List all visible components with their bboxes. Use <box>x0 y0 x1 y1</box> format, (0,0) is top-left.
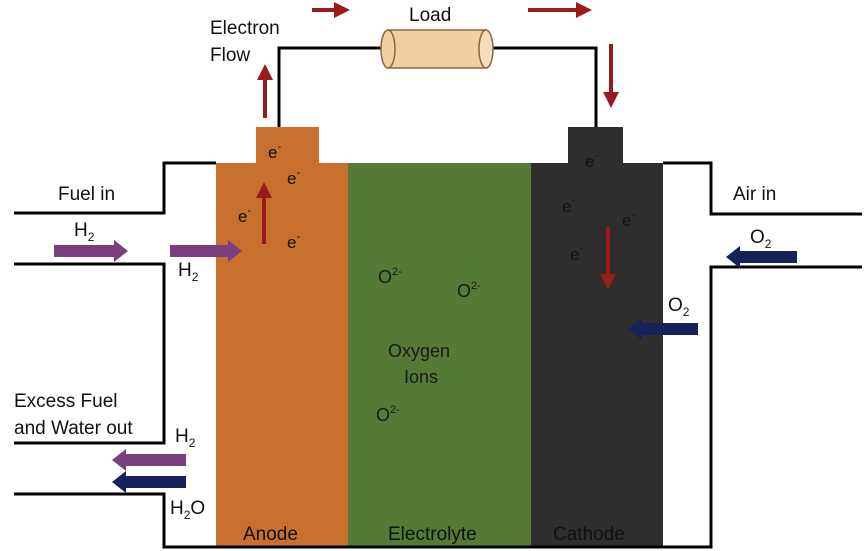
h2o-label-outlet: H2O <box>170 498 205 522</box>
electron-cathode-1: e- <box>585 150 598 171</box>
oxide-ion-1: O2- <box>378 266 402 287</box>
electron-anode-3: e- <box>238 205 251 226</box>
water-arrow-h2o-out <box>112 471 186 493</box>
electron-anode-4: e- <box>287 231 300 252</box>
oxygen-ions-label-line2: Ions <box>404 367 438 387</box>
cathode-label: Cathode <box>553 524 625 545</box>
h2-label-anode: H2 <box>178 260 199 284</box>
anode-label: Anode <box>243 524 298 545</box>
air-arrow-o2-in <box>726 246 797 268</box>
cathode-terminal <box>568 127 623 165</box>
fuel-arrow-h2-anode <box>170 240 242 262</box>
electron-cathode-4: e- <box>570 243 583 264</box>
o2-label-cathode: O2 <box>668 295 690 319</box>
excess-fuel-label-line2: and Water out <box>14 418 133 439</box>
excess-fuel-label-line1: Excess Fuel <box>14 391 117 412</box>
oxide-ion-3: O2- <box>376 404 400 425</box>
fuel-chamber-wall <box>14 262 166 445</box>
external-wire-right <box>490 46 598 127</box>
bottom-wall <box>14 265 862 549</box>
load-resistor <box>380 29 494 69</box>
anode-terminal <box>256 127 319 165</box>
electron-anode-1: e- <box>268 141 281 162</box>
h2-label-outlet: H2 <box>175 426 196 450</box>
fuel-in-label: Fuel in <box>58 184 115 205</box>
electron-arrows <box>256 2 619 290</box>
fuel-arrow-h2-out <box>112 449 186 471</box>
electron-cathode-3: e- <box>622 209 635 230</box>
external-wire <box>277 46 390 127</box>
h2-label-inlet: H2 <box>74 220 95 244</box>
anode-layer <box>216 163 348 547</box>
oxygen-ions-label-line1: Oxygen <box>388 341 450 361</box>
air-in-label: Air in <box>733 184 776 205</box>
cathode-layer <box>531 163 663 547</box>
electrolyte-label: Electrolyte <box>388 524 477 545</box>
fuel-inlet-channel <box>14 161 216 215</box>
electron-anode-2: e- <box>287 167 300 188</box>
fuel-arrow-h2-in <box>54 240 128 262</box>
electron-flow-label-line2: Flow <box>210 45 250 66</box>
air-inlet-channel <box>663 161 862 216</box>
electron-cathode-2: e- <box>562 195 575 216</box>
electron-flow-label-line1: Electron <box>210 18 280 39</box>
air-arrow-o2-cathode <box>628 318 698 340</box>
load-label: Load <box>409 5 451 26</box>
electrolyte-layer <box>348 163 531 547</box>
oxide-ion-2: O2- <box>457 280 481 301</box>
o2-label-inlet: O2 <box>750 227 772 251</box>
